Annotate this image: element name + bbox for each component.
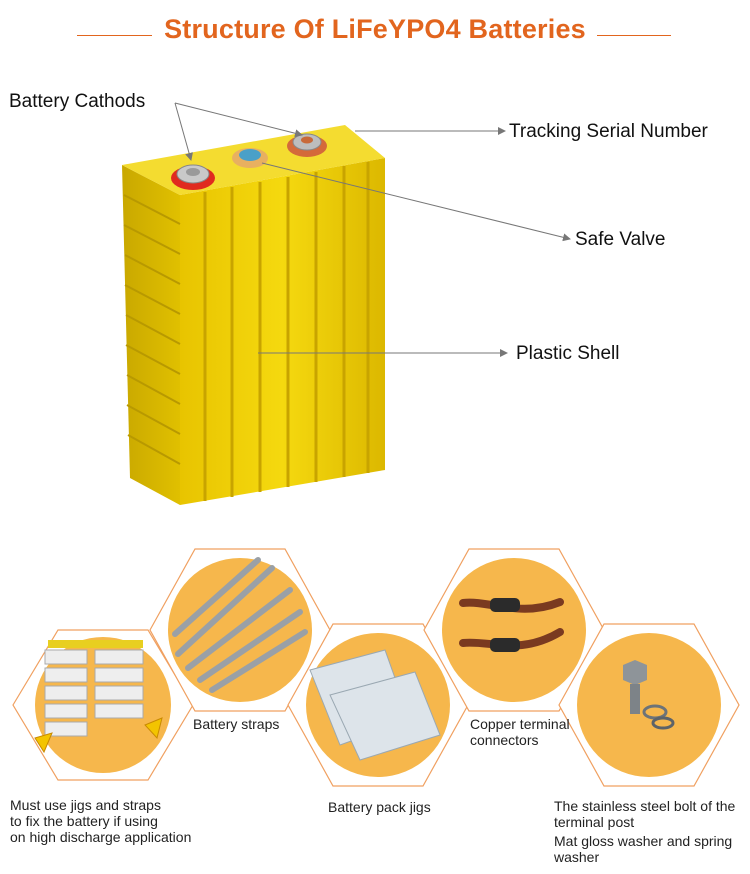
label-battery-cathodes: Battery Cathods bbox=[9, 91, 146, 112]
hexagon-battery-pack-jigs bbox=[287, 623, 469, 787]
caption-washer: Mat gloss washer and spring washer bbox=[554, 833, 732, 865]
hexagon-steel-bolt bbox=[558, 623, 740, 787]
lifepo4-battery-cell bbox=[122, 125, 385, 505]
positive-terminal bbox=[287, 133, 327, 157]
label-tracking-serial-number: Tracking Serial Number bbox=[509, 121, 708, 142]
title-rule-left bbox=[77, 35, 152, 36]
safe-valve bbox=[232, 148, 268, 168]
caption-copper-line2: connectors bbox=[470, 732, 539, 748]
label-plastic-shell: Plastic Shell bbox=[516, 343, 620, 364]
leader-cathode-2 bbox=[174, 102, 303, 138]
hexagon-battery-straps bbox=[149, 548, 331, 712]
negative-terminal bbox=[171, 164, 215, 190]
label-safe-valve: Safe Valve bbox=[575, 229, 666, 250]
caption-battery-straps: Battery straps bbox=[193, 716, 280, 732]
caption-washer-line1: Mat gloss washer and spring bbox=[554, 833, 733, 849]
hexagon-battery-stack bbox=[12, 629, 194, 781]
caption-note-line1: Must use jigs and straps bbox=[10, 797, 161, 813]
caption-battery-pack-jigs: Battery pack jigs bbox=[328, 799, 431, 815]
caption-note-line2: to fix the battery if using bbox=[10, 813, 158, 829]
caption-copper-line1: Copper terminal bbox=[470, 716, 570, 732]
hexagon-copper-connectors bbox=[423, 548, 605, 712]
caption-bolt-line1: The stainless steel bolt of the bbox=[554, 798, 736, 814]
leader-valve bbox=[261, 162, 571, 242]
caption-note-line3: on high discharge application bbox=[10, 829, 192, 845]
caption-washer-line2: washer bbox=[554, 849, 600, 865]
page-title: Structure Of LiFeYPO4 Batteries bbox=[164, 14, 586, 44]
title-rule-right bbox=[597, 35, 671, 36]
caption-copper-connectors: Copper terminal connectors bbox=[470, 716, 570, 748]
caption-bolt-line2: terminal post bbox=[554, 814, 635, 830]
leader-cathode-1 bbox=[174, 102, 193, 161]
caption-jigs-note: Must use jigs and straps to fix the batt… bbox=[10, 797, 191, 845]
caption-steel-bolt: The stainless steel bolt of the terminal… bbox=[554, 798, 735, 830]
